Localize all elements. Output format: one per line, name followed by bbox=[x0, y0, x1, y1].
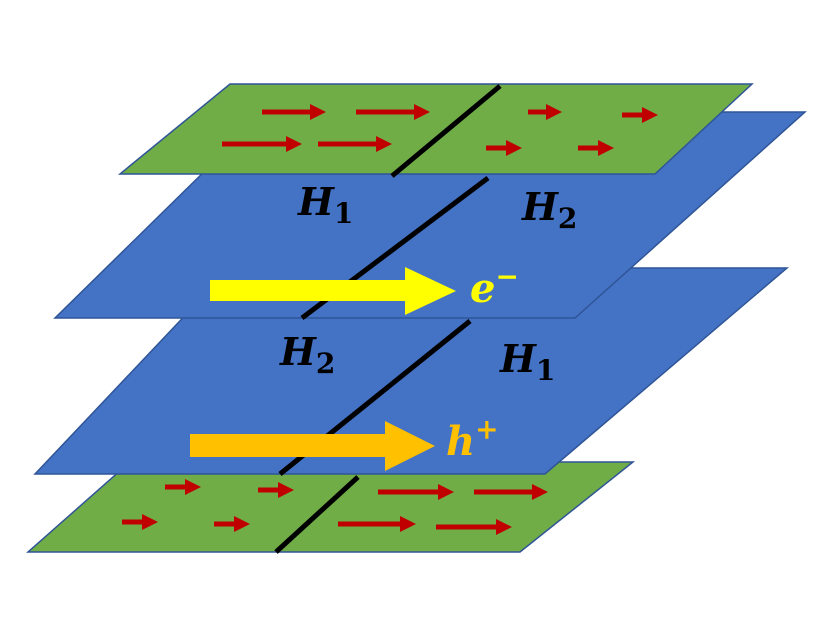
spin-arrow-icon bbox=[222, 136, 302, 152]
top-green-layer bbox=[117, 83, 754, 175]
spin-arrow-icon bbox=[258, 482, 294, 498]
spin-arrow-icon bbox=[436, 519, 512, 535]
spin-arrow-icon bbox=[474, 484, 548, 500]
spin-arrow-icon bbox=[122, 514, 158, 530]
boundary-line-bottom bbox=[274, 475, 360, 554]
bottom-layer-spin-arrows bbox=[122, 479, 548, 535]
spin-arrow-icon bbox=[486, 140, 522, 156]
label-top-right-h2: H2 bbox=[521, 184, 577, 235]
electron-arrow-icon bbox=[210, 267, 456, 315]
label-electron: e− bbox=[470, 260, 519, 312]
spin-arrow-icon bbox=[338, 516, 416, 532]
bottom-green-layer bbox=[26, 461, 636, 553]
spin-arrow-icon bbox=[165, 479, 201, 495]
spin-arrow-icon bbox=[262, 104, 326, 120]
spin-arrow-icon bbox=[378, 484, 454, 500]
boundary-line-top bbox=[390, 84, 502, 178]
label-bottom-right-h1: H1 bbox=[499, 336, 555, 387]
hole-arrow-icon bbox=[190, 421, 435, 471]
spin-arrow-icon bbox=[578, 140, 614, 156]
spin-arrow-icon bbox=[622, 107, 658, 123]
spin-arrow-icon bbox=[318, 136, 392, 152]
top-layer-spin-arrows bbox=[222, 104, 658, 156]
label-hole: h+ bbox=[446, 413, 499, 465]
spin-arrow-icon bbox=[356, 104, 430, 120]
label-bottom-left-h2: H2 bbox=[279, 329, 335, 380]
spin-arrow-icon bbox=[214, 516, 250, 532]
spin-arrow-icon bbox=[528, 104, 562, 120]
label-top-left-h1: H1 bbox=[297, 179, 353, 230]
